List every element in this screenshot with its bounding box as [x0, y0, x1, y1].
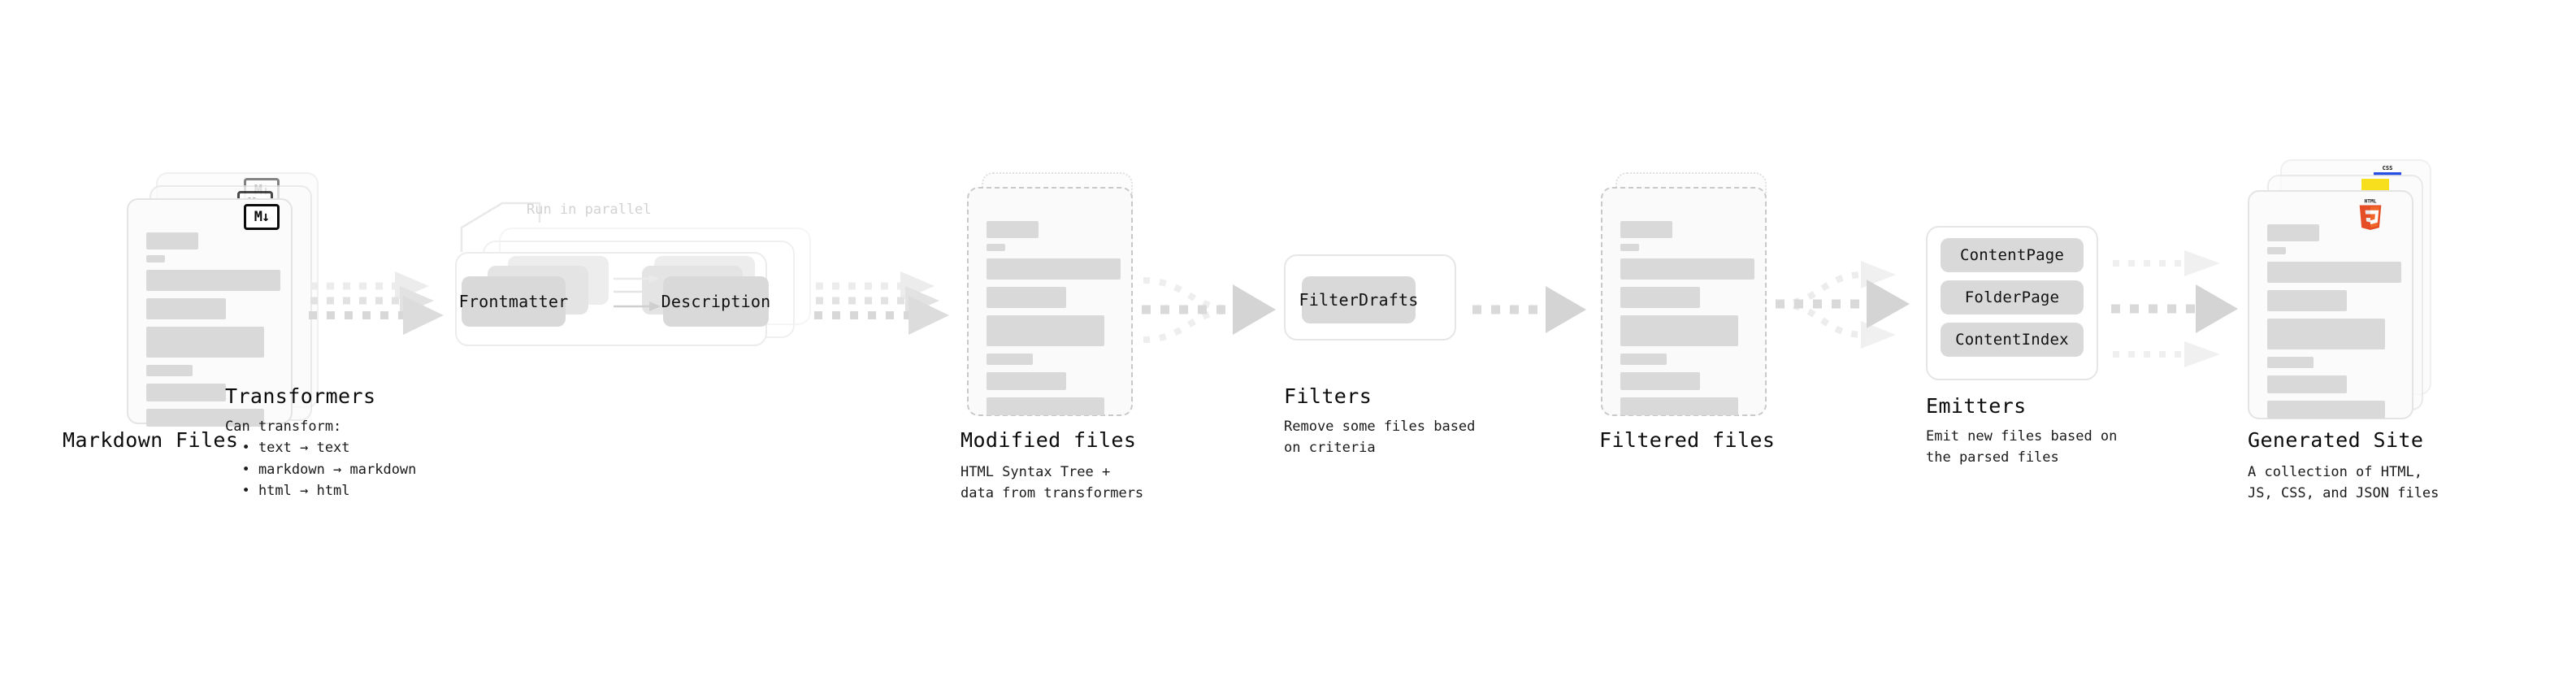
content-bar: [1620, 354, 1667, 365]
markdown-file-card-front: [127, 198, 293, 427]
content-bar: [146, 327, 264, 358]
content-bar: [2267, 262, 2401, 283]
connector-markdown-to-transformers: [309, 271, 444, 335]
emitter-chip-contentpage[interactable]: ContentPage: [1941, 238, 2084, 272]
stage-title-transformers: Transformers: [225, 384, 376, 408]
stage-title-generated-site: Generated Site: [2248, 428, 2424, 452]
transformer-chip-frontmatter[interactable]: Frontmatter: [459, 276, 568, 327]
content-bar: [1620, 315, 1738, 346]
js-logo-icon: [2361, 179, 2389, 193]
filter-chip-filterdrafts[interactable]: FilterDrafts: [1299, 276, 1418, 323]
content-bar: [146, 298, 226, 319]
connector-filters-to-filtered: [1472, 286, 1586, 333]
content-bar: [2267, 224, 2319, 241]
transformer-chip-description[interactable]: Description: [661, 276, 770, 327]
content-bar: [2267, 401, 2385, 419]
run-in-parallel-bracket: [460, 202, 541, 252]
stage-title-filters: Filters: [1284, 384, 1373, 408]
content-bar: [987, 372, 1066, 390]
file-content-bars: [987, 221, 1121, 423]
content-bar: [987, 221, 1039, 238]
content-bar: [146, 255, 165, 262]
stage-subtitle-generated-site: A collection of HTML, JS, CSS, and JSON …: [2248, 464, 2439, 502]
connector-emitters-to-site: [2111, 250, 2238, 367]
modified-file-card-front: [967, 187, 1133, 416]
content-bar: [1620, 258, 1754, 280]
content-bar: [1620, 372, 1700, 390]
css-logo-icon: CSS: [2374, 165, 2401, 176]
content-bar: [146, 365, 193, 376]
stage-title-filtered-files: Filtered files: [1599, 428, 1776, 452]
content-bar: [146, 384, 226, 401]
content-bar: [2267, 319, 2385, 349]
emitter-chip-contentindex[interactable]: ContentIndex: [1941, 323, 2084, 357]
emitter-chip-folderpage[interactable]: FolderPage: [1941, 280, 2084, 314]
markdown-logo-icon: M↓: [244, 204, 280, 230]
content-bar: [987, 354, 1033, 365]
content-bar: [146, 232, 198, 249]
content-bar: [2267, 247, 2286, 254]
content-bar: [1620, 221, 1672, 238]
content-bar: [987, 244, 1005, 251]
svg-text:HTML: HTML: [2365, 199, 2377, 205]
stage-title-markdown-files: Markdown Files: [63, 428, 239, 452]
css-logo-underline: [2374, 172, 2401, 176]
file-content-bars: [1620, 221, 1754, 423]
transformer-inner-arrows: [614, 275, 661, 311]
stage-title-modified-files: Modified files: [961, 428, 1137, 452]
connector-filtered-to-emitters: [1776, 261, 1910, 349]
content-bar: [987, 287, 1066, 308]
site-file-card-front: [2248, 190, 2413, 419]
content-bar: [987, 258, 1121, 280]
stage-title-emitters: Emitters: [1926, 394, 2027, 418]
connector-modified-to-filters: [1142, 277, 1276, 343]
content-bar: [2267, 357, 2314, 368]
content-bar: [1620, 397, 1738, 415]
stage-subtitle-modified-files: HTML Syntax Tree + data from transformer…: [961, 464, 1144, 502]
content-bar: [987, 397, 1104, 415]
content-bar: [987, 315, 1104, 346]
html5-logo-icon: HTML: [2359, 199, 2382, 230]
content-bar: [2267, 375, 2347, 393]
connector-transformers-to-modified: [814, 271, 949, 335]
css-logo-label: CSS: [2382, 165, 2393, 171]
content-bar: [146, 409, 264, 427]
filtered-file-card-front: [1601, 187, 1767, 416]
content-bar: [1620, 287, 1700, 308]
run-in-parallel-note: Run in parallel: [527, 202, 652, 218]
stage-subtitle-filters: Remove some files based on criteria: [1284, 419, 1476, 457]
content-bar: [146, 270, 280, 291]
content-bar: [2267, 290, 2347, 311]
stage-subtitle-emitters: Emit new files based on the parsed files: [1926, 428, 2118, 466]
file-content-bars: [2267, 224, 2401, 426]
stage-subtitle-transformers: Can transform: • text → text • markdown …: [225, 419, 417, 500]
file-content-bars: [146, 232, 280, 434]
content-bar: [1620, 244, 1639, 251]
